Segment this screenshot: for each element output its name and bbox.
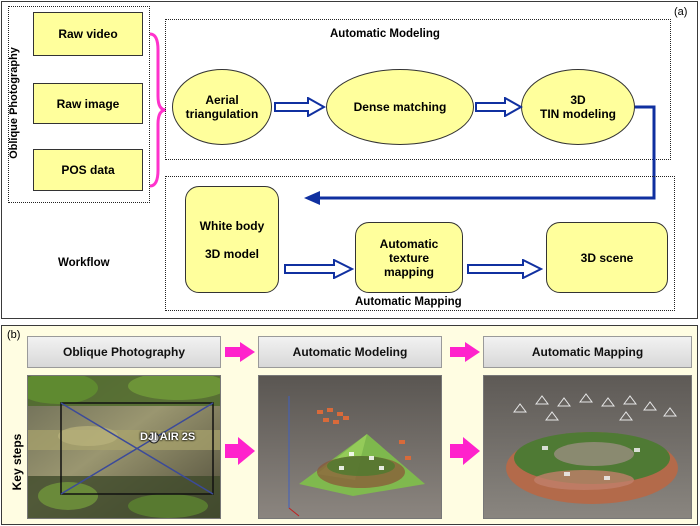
arrow-dense-to-tin — [475, 97, 523, 117]
arrow-triangulation-to-dense — [274, 97, 326, 117]
automatic-modeling-group — [165, 19, 671, 160]
input-brace — [149, 32, 167, 188]
stage-automatic-modeling: Automatic Modeling — [258, 336, 442, 368]
step-3d-tin-modeling: 3D TIN modeling — [521, 69, 635, 145]
automatic-modeling-title: Automatic Modeling — [330, 28, 440, 40]
step-dense-matching: Dense matching — [326, 69, 474, 145]
stage-arrow-1 — [225, 342, 255, 362]
key-steps-label: Key steps — [10, 433, 24, 491]
arrow-modeling-to-mapping — [304, 105, 656, 205]
arrow-model-to-texture — [284, 259, 354, 279]
input-raw-video: Raw video — [33, 12, 143, 56]
arrow-texture-to-scene — [467, 259, 543, 279]
mapping-render — [483, 375, 692, 519]
oblique-photography-group — [8, 6, 150, 203]
oblique-photography-label: Oblique Photography — [8, 47, 20, 159]
3d-scene: 3D scene — [546, 222, 668, 293]
drone-label: DJI AIR 2S — [140, 431, 196, 443]
modeling-render — [258, 375, 442, 519]
step-aerial-triangulation: Aerial triangulation — [172, 69, 272, 145]
panel-a-tag: (a) — [674, 6, 688, 18]
automatic-mapping-title: Automatic Mapping — [355, 296, 462, 308]
stage-arrow-2 — [450, 342, 480, 362]
image-arrow-2 — [450, 437, 480, 465]
input-pos-data: POS data — [33, 149, 143, 191]
image-arrow-1 — [225, 437, 255, 465]
stage-oblique-photography: Oblique Photography — [27, 336, 221, 368]
workflow-label: Workflow — [58, 257, 110, 269]
stage-automatic-mapping: Automatic Mapping — [483, 336, 692, 368]
input-raw-image: Raw image — [33, 83, 143, 124]
automatic-texture-mapping: Automatic texture mapping — [355, 222, 463, 293]
cliff-photo — [27, 375, 221, 519]
panel-b-tag: (b) — [7, 329, 21, 341]
automatic-mapping-group — [165, 176, 675, 311]
white-body-3d-model: White body 3D model — [185, 186, 279, 293]
